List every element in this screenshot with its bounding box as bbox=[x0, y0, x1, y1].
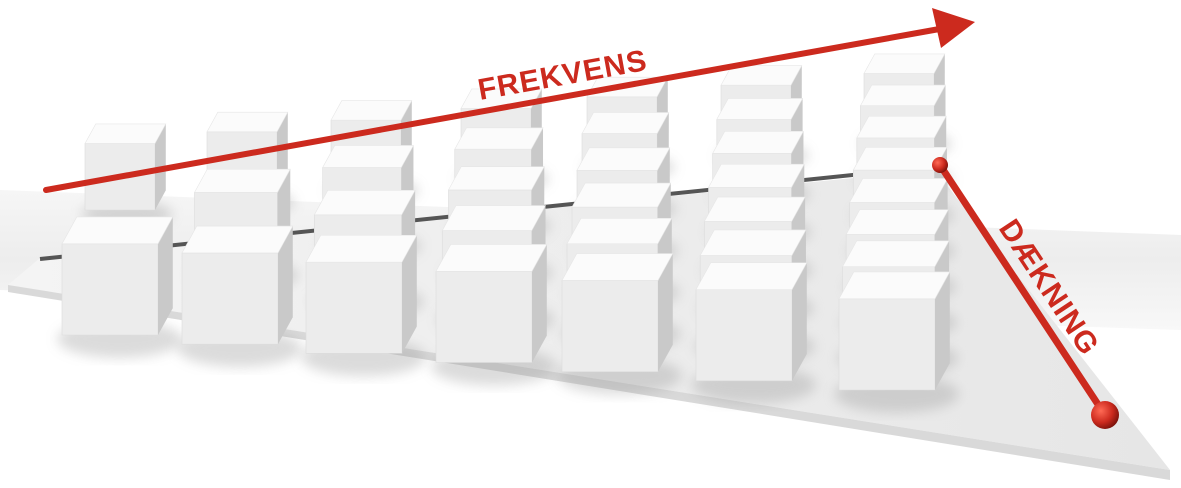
cube bbox=[557, 254, 682, 395]
coverage-end-dot bbox=[1091, 401, 1119, 429]
frequency-arrowhead bbox=[932, 8, 975, 48]
cube bbox=[431, 244, 556, 385]
cube bbox=[57, 217, 182, 358]
coverage-start-dot bbox=[932, 157, 948, 173]
cube bbox=[691, 263, 816, 404]
cube bbox=[834, 272, 959, 413]
cube bbox=[301, 235, 426, 376]
cube bbox=[177, 226, 302, 367]
